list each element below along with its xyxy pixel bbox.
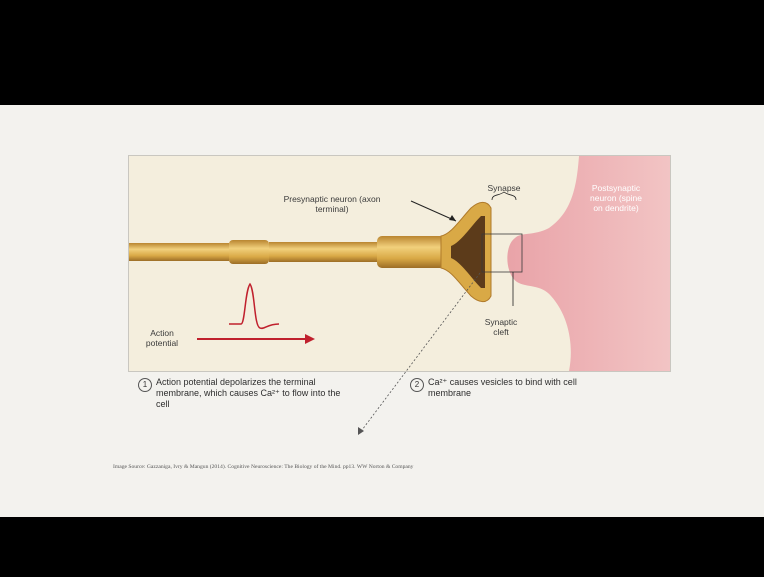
image-source-citation: Image Source: Gazzaniga, Ivry & Mangun (… [113,464,673,470]
presynaptic-neuron-label: Presynaptic neuron (axon terminal) [277,194,387,214]
synapse-figure: Presynaptic neuron (axon terminal) Synap… [128,155,671,372]
step-2-text: Ca²⁺ causes vesicles to bind with cell m… [428,377,608,399]
action-potential-spike [229,284,279,328]
action-potential-label: Action potential [137,328,187,348]
slide: Presynaptic neuron (axon terminal) Synap… [0,105,764,517]
action-potential-arrowhead [305,334,315,344]
synapse-brace [492,192,516,200]
synapse-label: Synapse [479,183,529,193]
callout-arrowhead [358,427,364,435]
step-1-number: 1 [138,378,152,392]
step-1-text: Action potential depolarizes the termina… [156,377,346,410]
axon [129,236,445,268]
presynaptic-pointer [411,201,456,221]
synaptic-cleft-label: Synaptic cleft [481,317,521,337]
postsynaptic-neuron-label: Postsynaptic neuron (spine on dendrite) [585,183,647,213]
step-2-number: 2 [410,378,424,392]
